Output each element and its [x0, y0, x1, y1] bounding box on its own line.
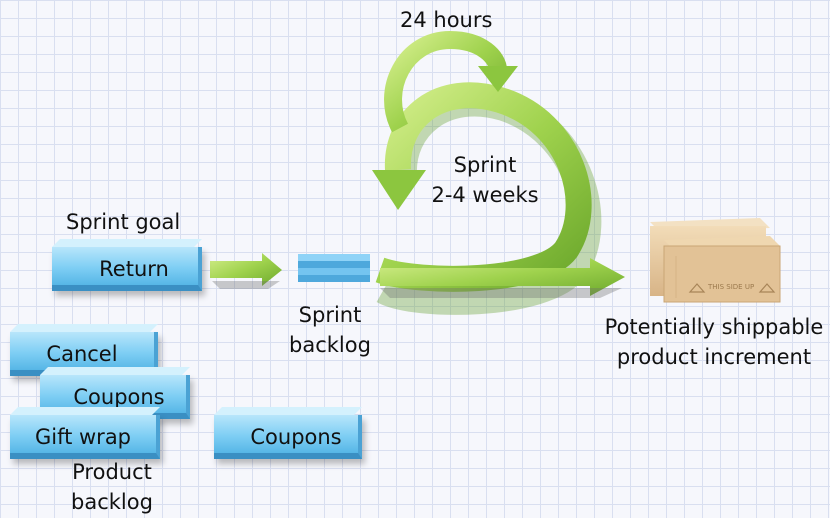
sprint-goal-item: Return [52, 247, 202, 291]
sprint-loop-arrow [372, 82, 625, 315]
daily-cycle-label: 24 hours [400, 8, 493, 32]
shipping-box-icon [650, 218, 781, 303]
product-backlog-line1: Product [72, 460, 152, 484]
product-increment-label: Potentially shippable product increment [598, 312, 830, 372]
sprint-backlog-label: Sprint backlog [275, 300, 385, 360]
increment-line1: Potentially shippable [604, 315, 824, 339]
box-stamp-text: THIS SIDE UP [708, 283, 755, 291]
product-backlog-label: Product backlog [52, 457, 172, 517]
sprint-duration-label: 2-4 weeks [431, 183, 539, 207]
sprint-label: Sprint [453, 153, 517, 177]
daily-loop-arrow [384, 30, 518, 133]
product-backlog-item-coupons-2: Coupons [214, 415, 362, 459]
goal-to-backlog-arrow [210, 253, 282, 289]
increment-line2: product increment [616, 345, 812, 369]
sprint-backlog-stack [298, 254, 370, 282]
sprint-cycle-label: Sprint 2-4 weeks [420, 150, 550, 210]
product-backlog-line2: backlog [71, 490, 153, 514]
sprint-goal-heading: Sprint goal [66, 210, 181, 234]
product-backlog-item-gift-wrap: Gift wrap [10, 415, 160, 459]
sprint-backlog-line1: Sprint [298, 303, 362, 327]
sprint-backlog-line2: backlog [289, 333, 371, 357]
